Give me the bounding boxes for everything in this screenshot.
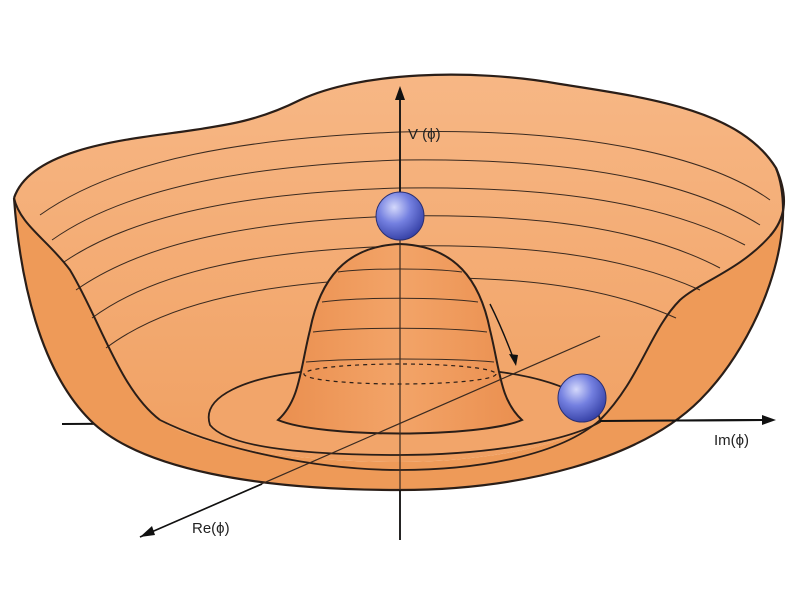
bowl-rim-outline: [12, 73, 785, 237]
curved-arrow-head: [509, 354, 518, 366]
v-axis-label: V (ϕ): [408, 126, 441, 143]
bowl-inner-lip-left: [13, 197, 161, 421]
re-axis-label: Re(ϕ): [192, 520, 230, 537]
re-axis-front: [139, 483, 263, 538]
rolling-ball-icon: [557, 373, 607, 423]
re-axis-arrowhead: [140, 526, 155, 537]
im-axis-label: Im(ϕ): [714, 432, 750, 449]
im-axis-front: [599, 419, 771, 422]
bowl-inner-lip-right: [599, 235, 771, 421]
v-axis-arrowhead: [395, 86, 405, 100]
im-axis-arrowhead: [762, 415, 776, 425]
top-ball-icon: [375, 191, 425, 241]
